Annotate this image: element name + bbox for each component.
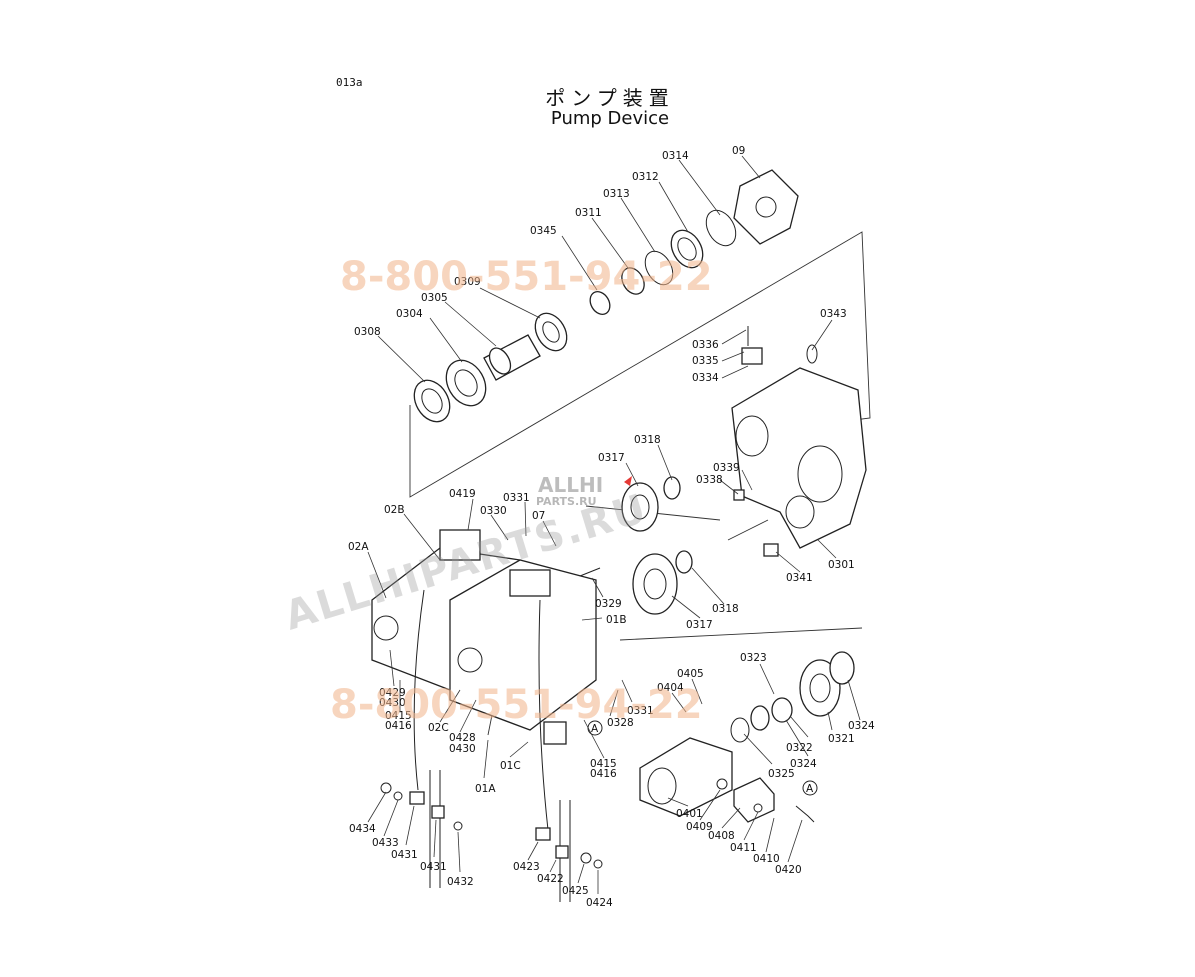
callout-label: 0416 <box>590 768 617 780</box>
callout-label: 0432 <box>447 876 474 888</box>
callout-label: 0433 <box>372 837 399 849</box>
watermark-phone-lower: 8-800-551-94-22 <box>330 682 703 728</box>
callout-label: 0415 <box>590 758 617 770</box>
callout-label: 0409 <box>686 821 713 833</box>
callout-label: 0424 <box>586 897 613 909</box>
callout-label: 0434 <box>349 823 376 835</box>
callout-label: 0331 <box>627 705 654 717</box>
callout-label: 02C <box>428 722 449 734</box>
callout-label: 0328 <box>607 717 634 729</box>
callout-label: 0410 <box>753 853 780 865</box>
callout-label: 01B <box>606 614 627 626</box>
gear-set <box>621 476 855 743</box>
callout-label: 0330 <box>480 505 507 517</box>
callout-label: 02B <box>384 504 405 516</box>
shaft-bearing-group <box>413 169 799 423</box>
logo-accent-icon <box>624 476 632 486</box>
callout-label: 0338 <box>696 474 723 486</box>
callout-label: 0305 <box>421 292 448 304</box>
title-english: Pump Device <box>550 108 670 129</box>
callout-label: 0431 <box>420 861 447 873</box>
callout-label: 0429 <box>379 687 406 699</box>
callout-label: 0341 <box>786 572 813 584</box>
page-code: 013a <box>336 76 363 89</box>
main-pumps <box>371 529 601 745</box>
callout-label: 0314 <box>662 150 689 162</box>
callout-label: 0301 <box>828 559 855 571</box>
gear-pump <box>639 737 815 823</box>
callout-label: 0312 <box>632 171 659 183</box>
callout-label: 0408 <box>708 830 735 842</box>
reference-marks: A A <box>587 720 818 796</box>
callout-label: 01A <box>475 783 496 795</box>
callout-label: 0404 <box>657 682 684 694</box>
callout-label: 0308 <box>354 326 381 338</box>
callout-label: 0431 <box>391 849 418 861</box>
callout-label: 0416 <box>385 720 412 732</box>
callout-label: 0309 <box>454 276 481 288</box>
callout-label: 0423 <box>513 861 540 873</box>
callout-label: 0317 <box>686 619 713 631</box>
callout-label: 0430 <box>449 743 476 755</box>
callout-label: 0324 <box>848 720 875 732</box>
callout-label: 0428 <box>449 732 476 744</box>
callout-label: 0325 <box>768 768 795 780</box>
callout-labels: 09 0314 0312 0313 0311 0345 0309 0305 03… <box>348 145 875 909</box>
callout-label: 0430 <box>379 697 406 709</box>
watermark-logo-line2: PARTS.RU <box>536 495 597 508</box>
callout-label: 0405 <box>677 668 704 680</box>
callout-label: 0343 <box>820 308 847 320</box>
callout-label: 0401 <box>676 808 703 820</box>
callout-label: 0324 <box>790 758 817 770</box>
callout-label: 0321 <box>828 733 855 745</box>
callout-label: 0335 <box>692 355 719 367</box>
reference-mark-a-2: A <box>806 783 814 795</box>
callout-label: 0317 <box>598 452 625 464</box>
callout-label: 01C <box>500 760 521 772</box>
callout-label: 0311 <box>575 207 602 219</box>
title-japanese: ポンプ装置 <box>545 86 675 110</box>
callout-label: 0318 <box>712 603 739 615</box>
callout-label: 0411 <box>730 842 757 854</box>
callout-label: 0334 <box>692 372 719 384</box>
callout-label: 0318 <box>634 434 661 446</box>
callout-label: 0331 <box>503 492 530 504</box>
callout-label: 0313 <box>603 188 630 200</box>
reference-mark-a-1: A <box>591 723 599 735</box>
leader-lines <box>367 155 861 894</box>
callout-label: 0304 <box>396 308 423 320</box>
callout-label: 02A <box>348 541 369 553</box>
callout-label: 0415 <box>385 710 412 722</box>
callout-label: 0336 <box>692 339 719 351</box>
callout-label: 0420 <box>775 864 802 876</box>
callout-label: 0419 <box>449 488 476 500</box>
hoses-clamps <box>380 589 603 902</box>
callout-label: 0345 <box>530 225 557 237</box>
callout-label: 0329 <box>595 598 622 610</box>
callout-label: 07 <box>532 510 545 522</box>
callout-label: 0322 <box>786 742 813 754</box>
watermark-phone-upper: 8-800-551-94-22 <box>340 254 713 300</box>
callout-label: 0339 <box>713 462 740 474</box>
pump-housing <box>731 326 867 557</box>
callout-label: 0425 <box>562 885 589 897</box>
callout-label: 0323 <box>740 652 767 664</box>
watermark-logo-line1: ALLHI <box>538 473 603 497</box>
callout-label: 0422 <box>537 873 564 885</box>
callout-label: 09 <box>732 145 745 157</box>
